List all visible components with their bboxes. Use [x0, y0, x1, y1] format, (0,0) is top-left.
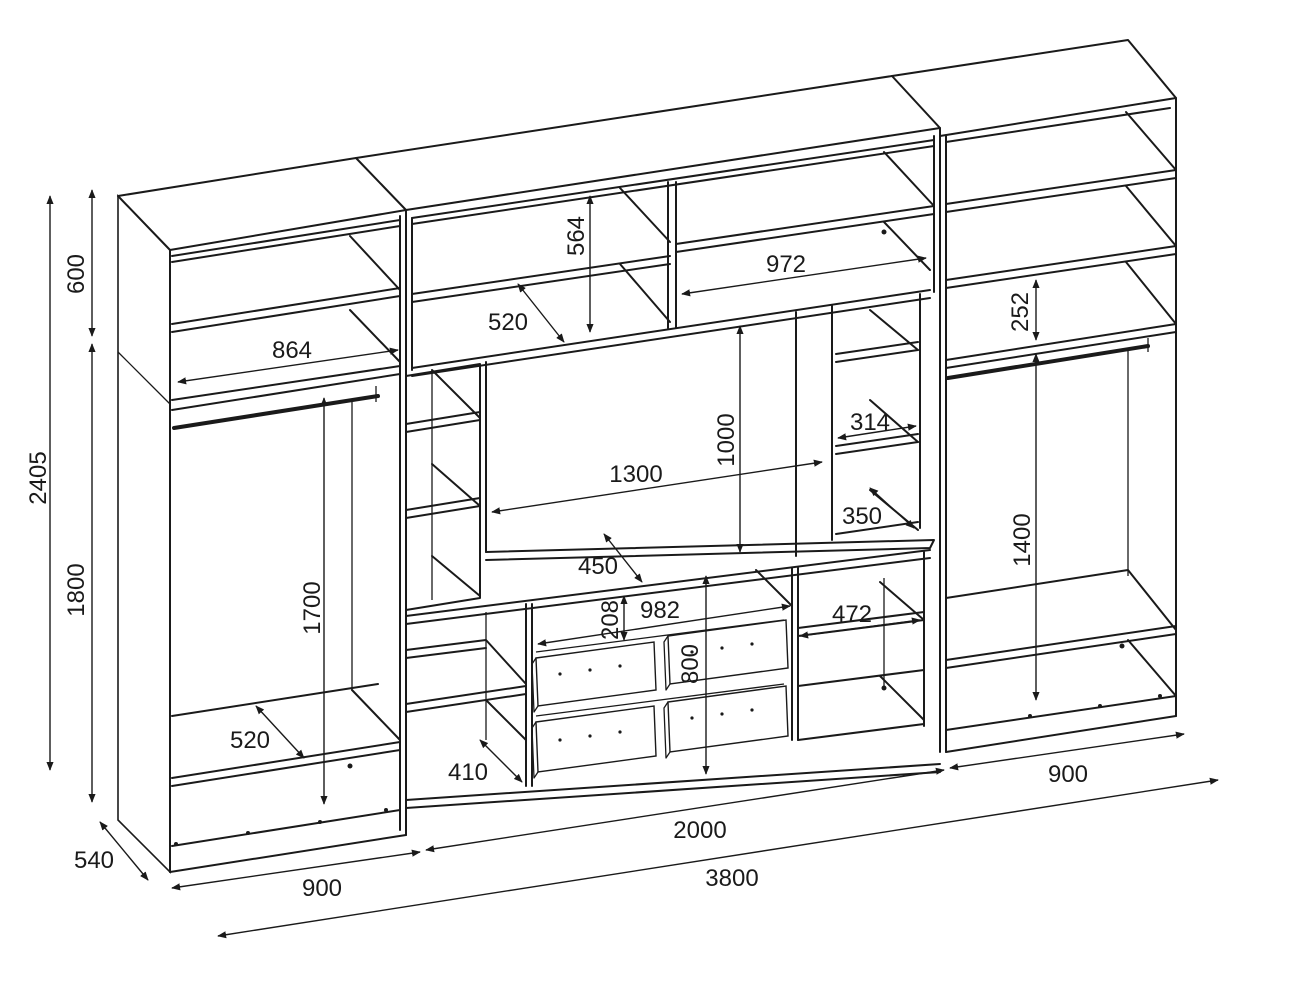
left-top-shelf-depth — [349, 235, 401, 291]
drawer-bottom-right — [667, 685, 789, 753]
dim-line-864 — [177, 347, 399, 385]
label-total-width: 3800 — [705, 865, 758, 892]
label-314: 314 — [850, 409, 890, 436]
label-982: 982 — [640, 597, 680, 624]
lower-right-depth — [879, 581, 925, 721]
dim-line-314 — [837, 423, 917, 441]
left-top-shelf-1b — [171, 225, 401, 263]
label-top-height: 600 — [63, 254, 90, 294]
middle-top-front-shelf — [411, 139, 935, 225]
right-shelf-3 — [945, 323, 1177, 369]
label-350: 350 — [842, 503, 882, 530]
left-divider-depth — [349, 309, 401, 363]
label-864: 864 — [272, 337, 312, 364]
label-depth: 540 — [74, 847, 114, 874]
dim-line-410 — [479, 739, 523, 783]
label-overall-height: 2405 — [25, 451, 52, 504]
label-252: 252 — [1007, 292, 1034, 332]
dim-line-972 — [681, 255, 927, 297]
drawers — [531, 619, 789, 779]
right-top-panel — [891, 39, 1177, 137]
right-shelf-2 — [945, 245, 1177, 289]
label-bottom-height: 1800 — [63, 563, 90, 616]
label-564: 564 — [563, 216, 590, 256]
lower-middle-depth — [755, 569, 793, 607]
right-shelf-1 — [945, 169, 1177, 213]
label-800: 800 — [677, 644, 704, 684]
middle-left-col-shelf-2 — [405, 497, 481, 519]
label-972: 972 — [766, 251, 806, 278]
label-208: 208 — [597, 600, 624, 640]
dim-line-520-middle — [517, 283, 565, 343]
dim-line-total-width — [217, 777, 1219, 939]
lower-right-shelf-2 — [797, 669, 925, 687]
drawer-bottom-left — [535, 705, 657, 773]
left-base-dots — [174, 763, 388, 846]
tv-shelf-front — [405, 549, 931, 625]
label-1000: 1000 — [713, 413, 740, 466]
dimension-lines — [46, 189, 1219, 939]
middle-top-bottom — [411, 289, 931, 377]
middle-top-left-shelf — [411, 255, 671, 303]
label-520-middle: 520 — [488, 309, 528, 336]
dim-line-350 — [869, 487, 915, 529]
left-side-panel — [117, 194, 171, 874]
middle-tv-module — [355, 75, 941, 809]
dim-line-520-left — [255, 705, 305, 759]
dim-line-450 — [603, 533, 643, 583]
right-base — [945, 695, 1177, 731]
left-hanging-rod — [172, 394, 380, 430]
middle-top-panel — [355, 75, 941, 211]
dim-line-1300 — [491, 459, 823, 515]
middle-top-right-depth — [883, 151, 935, 271]
lower-left-depth — [485, 699, 527, 741]
dim-line-right-width — [949, 731, 1185, 771]
lower-left-shelf-1 — [405, 639, 527, 685]
lower-right-base — [797, 723, 925, 741]
dim-line-982 — [537, 603, 791, 647]
lower-left-shelf-2 — [405, 685, 527, 713]
middle-right-col-shelf-1 — [835, 341, 919, 363]
right-wardrobe-module — [881, 39, 1177, 753]
left-divider-shelf — [171, 365, 401, 411]
right-base-dots — [881, 229, 1162, 718]
left-bottom-shelf-top — [171, 683, 401, 741]
left-top-shelf-1 — [171, 219, 401, 257]
left-bottom-shelf — [171, 741, 401, 787]
tv-shelf — [485, 539, 935, 561]
label-middle-width: 2000 — [673, 817, 726, 844]
right-lower-shelf-top — [945, 569, 1177, 631]
drawer-top-left — [535, 641, 657, 707]
label-1300: 1300 — [609, 461, 662, 488]
label-410: 410 — [448, 759, 488, 786]
left-top-shelf-2 — [171, 287, 401, 333]
middle-top-right-shelf — [675, 205, 935, 253]
left-top-panel — [117, 157, 407, 251]
right-bottom-front — [945, 715, 1177, 753]
label-450: 450 — [578, 553, 618, 580]
right-top-inner — [945, 107, 1171, 143]
label-1700: 1700 — [299, 581, 326, 634]
left-wardrobe-module — [117, 157, 407, 874]
middle-top-left-depth — [619, 187, 671, 323]
right-base-depth — [1127, 639, 1177, 697]
dimension-labels: 2405 600 1800 540 900 2000 900 3800 864 … — [25, 216, 1088, 902]
right-hanging-rod — [946, 344, 1150, 380]
middle-left-col-shelf-1 — [405, 411, 481, 433]
dim-line-left-width — [171, 849, 421, 891]
dim-line-depth — [99, 821, 149, 881]
label-left-width: 900 — [302, 875, 342, 902]
right-shelf-depth — [1125, 111, 1177, 325]
left-section-seam — [117, 351, 171, 405]
label-520-left: 520 — [230, 727, 270, 754]
right-lower-shelf — [945, 625, 1177, 669]
label-472: 472 — [832, 601, 872, 628]
label-right-width: 900 — [1048, 761, 1088, 788]
middle-left-col-depth — [431, 369, 481, 597]
dim-line-472 — [799, 617, 921, 639]
label-1400: 1400 — [1009, 513, 1036, 566]
middle-left-column — [405, 363, 481, 611]
